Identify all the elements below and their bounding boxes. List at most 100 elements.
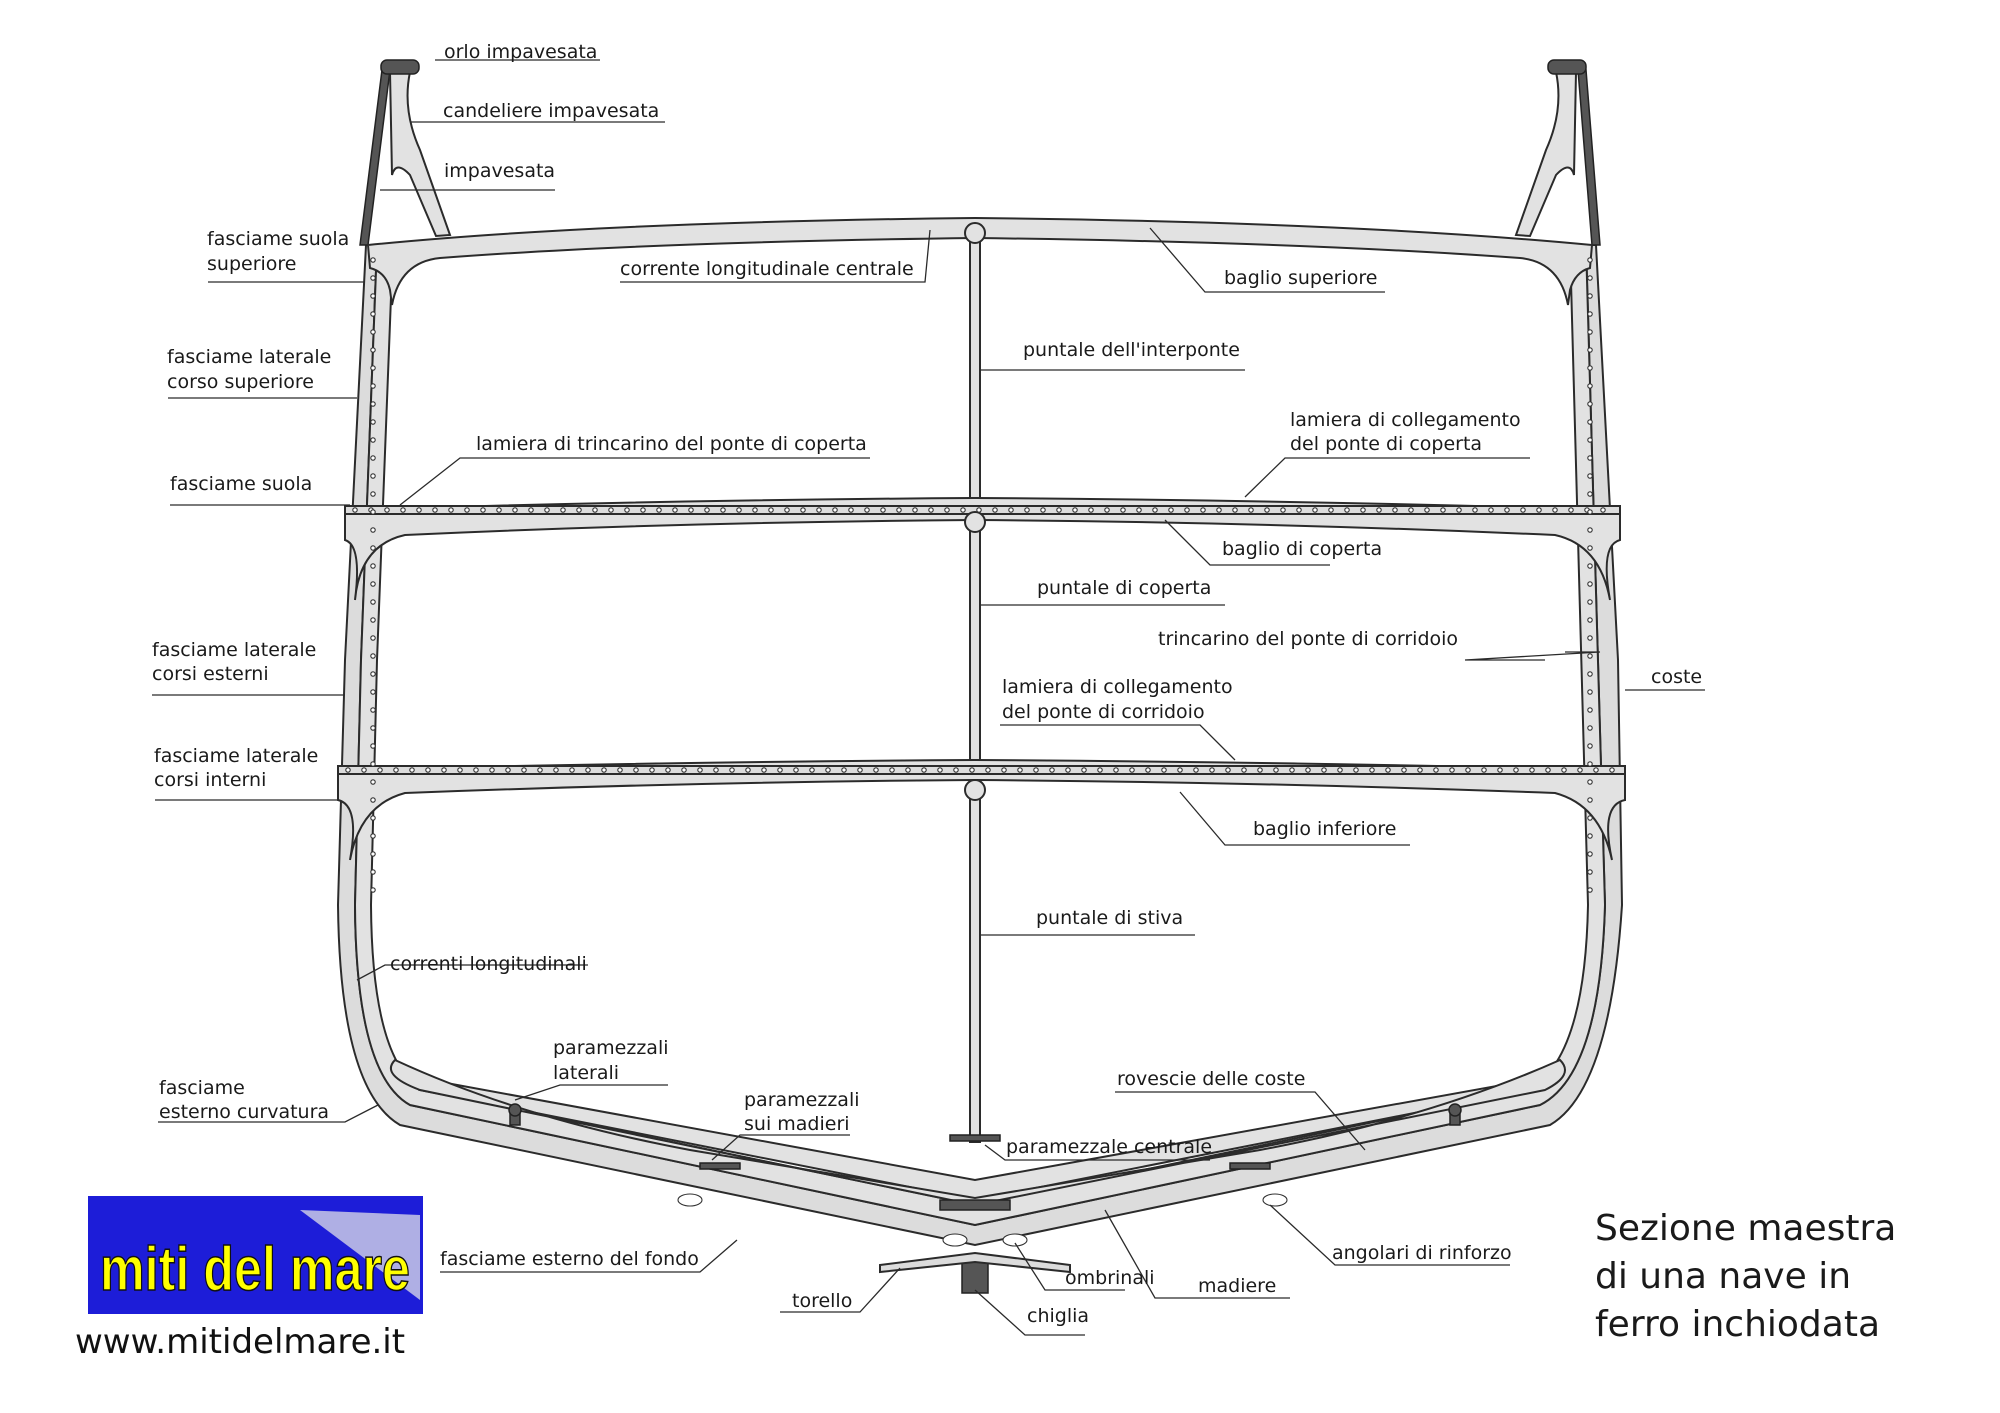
rivet [505,767,511,773]
hull-structure [336,59,1626,1294]
rivet [1587,509,1593,515]
rivet [1587,599,1593,605]
pillar-coperta [969,521,981,761]
rivet [857,767,863,773]
rivet [1600,507,1606,513]
rivet [1424,507,1430,513]
bulwark-rail-right [1547,59,1587,75]
rivet [889,767,895,773]
rivet [1587,527,1593,533]
rivet [1296,507,1302,513]
rivet [841,767,847,773]
rivet [1385,767,1391,773]
rivet [1104,507,1110,513]
rivet [370,329,376,335]
label-lamiera-collegamento-coperta-2: del ponte di coperta [1290,433,1482,455]
rivet [1001,767,1007,773]
rivet [777,767,783,773]
rivet [393,767,399,773]
rivet [370,725,376,731]
rivet [370,779,376,785]
rivet [370,815,376,821]
rivet [480,507,486,513]
rivet [1587,455,1593,461]
rivet [1587,293,1593,299]
title-line-2: di una nave in [1595,1256,1851,1297]
rivet [656,507,662,513]
rivet [1417,767,1423,773]
rivet [681,767,687,773]
rivet [1248,507,1254,513]
rivet [537,767,543,773]
rivet [1017,767,1023,773]
rivet [1587,653,1593,659]
rivet [464,507,470,513]
rivet [370,527,376,533]
rivet [345,767,351,773]
label-angolari-rinforzo: angolari di rinforzo [1332,1242,1512,1264]
rivet [1587,257,1593,263]
rivet [1587,851,1593,857]
rivet [921,767,927,773]
rivet [521,767,527,773]
labels: orlo impavesata candeliere impavesata im… [152,41,1702,1327]
rivet [560,507,566,513]
rivet [1504,507,1510,513]
label-fasciame-esterno-curvatura-2: esterno curvatura [159,1101,329,1123]
pillar-interponte [969,231,981,499]
side-keelson-left-head [508,1103,522,1117]
rivet [1587,707,1593,713]
rivet [912,507,918,513]
label-fasciame-laterale-corsi-interni-2: corsi interni [154,769,266,791]
label-baglio-inferiore: baglio inferiore [1253,818,1396,840]
rivet [370,455,376,461]
rivet [1465,767,1471,773]
rivet [1225,767,1231,773]
label-puntale-interponte: puntale dell'interponte [1023,339,1240,361]
rivet [1049,767,1055,773]
rivet [1587,383,1593,389]
rivet [809,767,815,773]
rivet [370,545,376,551]
label-fasciame-suola-superiore-1: fasciame suola [207,228,349,250]
rivet [608,507,614,513]
logo: miti del mare [88,1196,423,1314]
rivet [1113,767,1119,773]
rivet-rows [345,257,1615,893]
rivet [370,599,376,605]
logo-sail-shape [300,1210,420,1300]
rivet [1321,767,1327,773]
website-url[interactable]: www.mitidelmare.it [75,1322,405,1362]
title-line-1: Sezione maestra [1595,1208,1896,1249]
rivet [1545,767,1551,773]
keel-torello [879,1251,1071,1274]
label-corrente-longitudinale-centrale: corrente longitudinale centrale [620,258,914,280]
rivet [370,635,376,641]
rivet [370,761,376,767]
bulwark-right [1577,69,1601,246]
rivet [361,767,367,773]
rivet [1587,545,1593,551]
rivet [370,365,376,371]
rivet [1392,507,1398,513]
rivet [617,767,623,773]
rivet [425,767,431,773]
rivet [448,507,454,513]
label-fasciame-laterale-corsi-interni-1: fasciame laterale [154,745,318,767]
label-lamiera-collegamento-coperta-1: lamiera di collegamento [1290,409,1521,431]
rivet [1587,617,1593,623]
rivet [1129,767,1135,773]
rivet [370,293,376,299]
rivet [1481,767,1487,773]
rivet [370,563,376,569]
rivet [370,689,376,695]
rivet [1136,507,1142,513]
rivet [784,507,790,513]
rivet [1072,507,1078,513]
rivet [1008,507,1014,513]
rivet [1040,507,1046,513]
rivet [370,347,376,353]
rivet [370,869,376,875]
center-keelson [939,1199,1011,1211]
rivet [1312,507,1318,513]
